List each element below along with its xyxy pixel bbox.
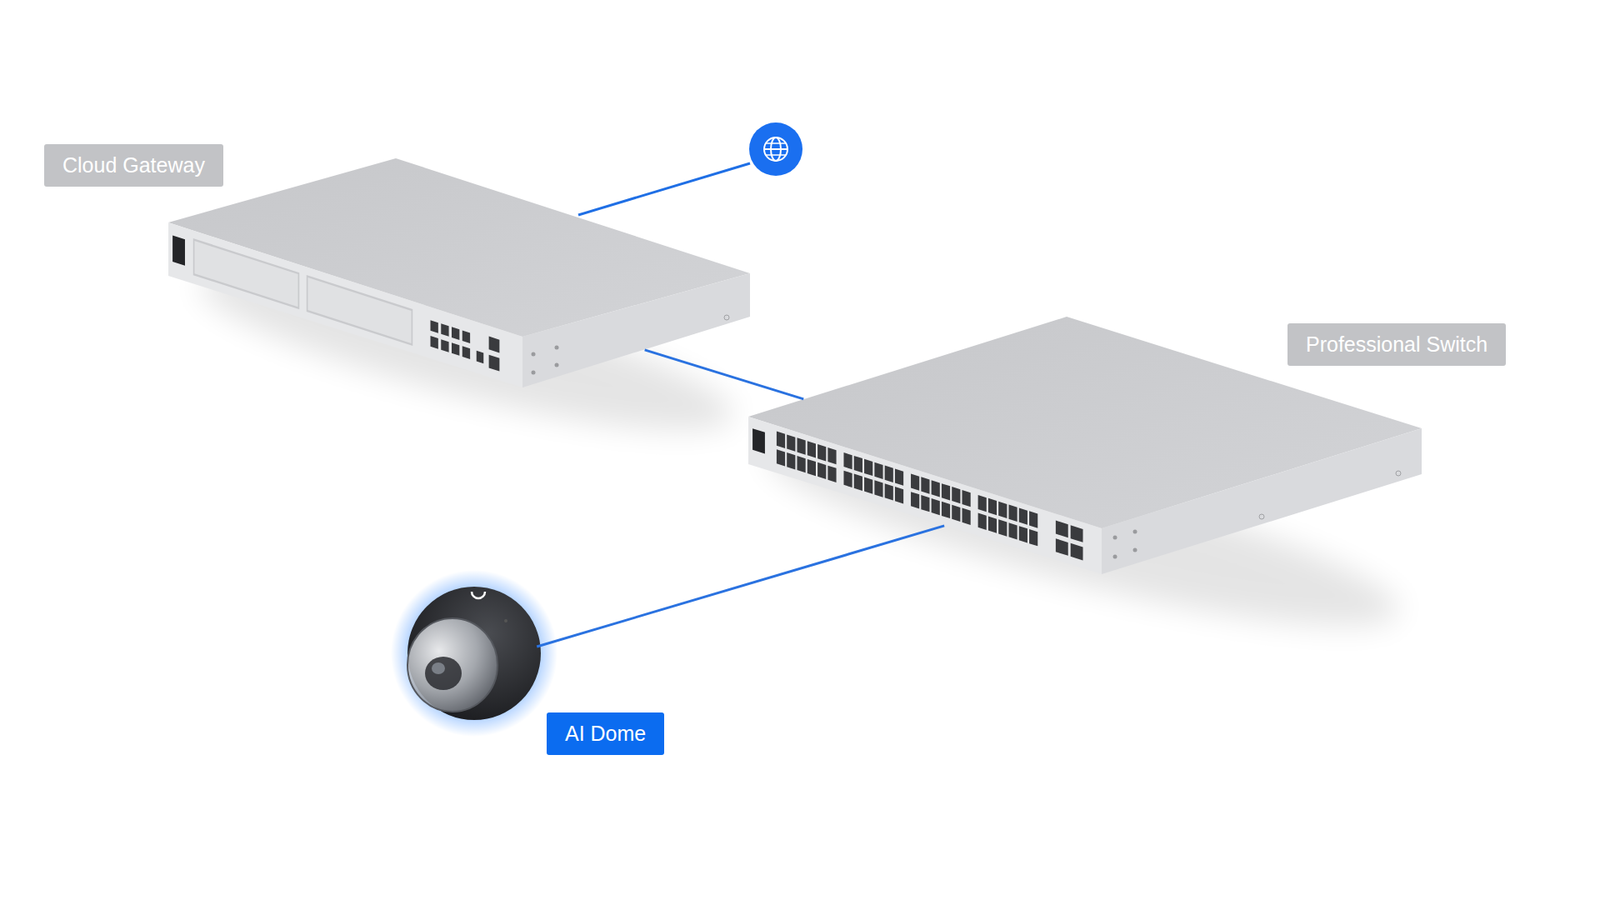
camera-node: AI Dome [407,586,541,720]
network-cable [645,350,805,400]
device-label: AI Dome [546,712,665,755]
switch-node: Professional Switch [748,316,1422,575]
dome-camera [390,570,558,737]
gateway-device [168,158,750,388]
internet-globe [749,122,803,176]
device-label: Cloud Gateway [44,144,224,187]
uplink-line [578,163,750,215]
device-label: Professional Switch [1287,323,1506,366]
gateway-node: Cloud Gateway [168,158,750,388]
network-cable [536,525,945,647]
